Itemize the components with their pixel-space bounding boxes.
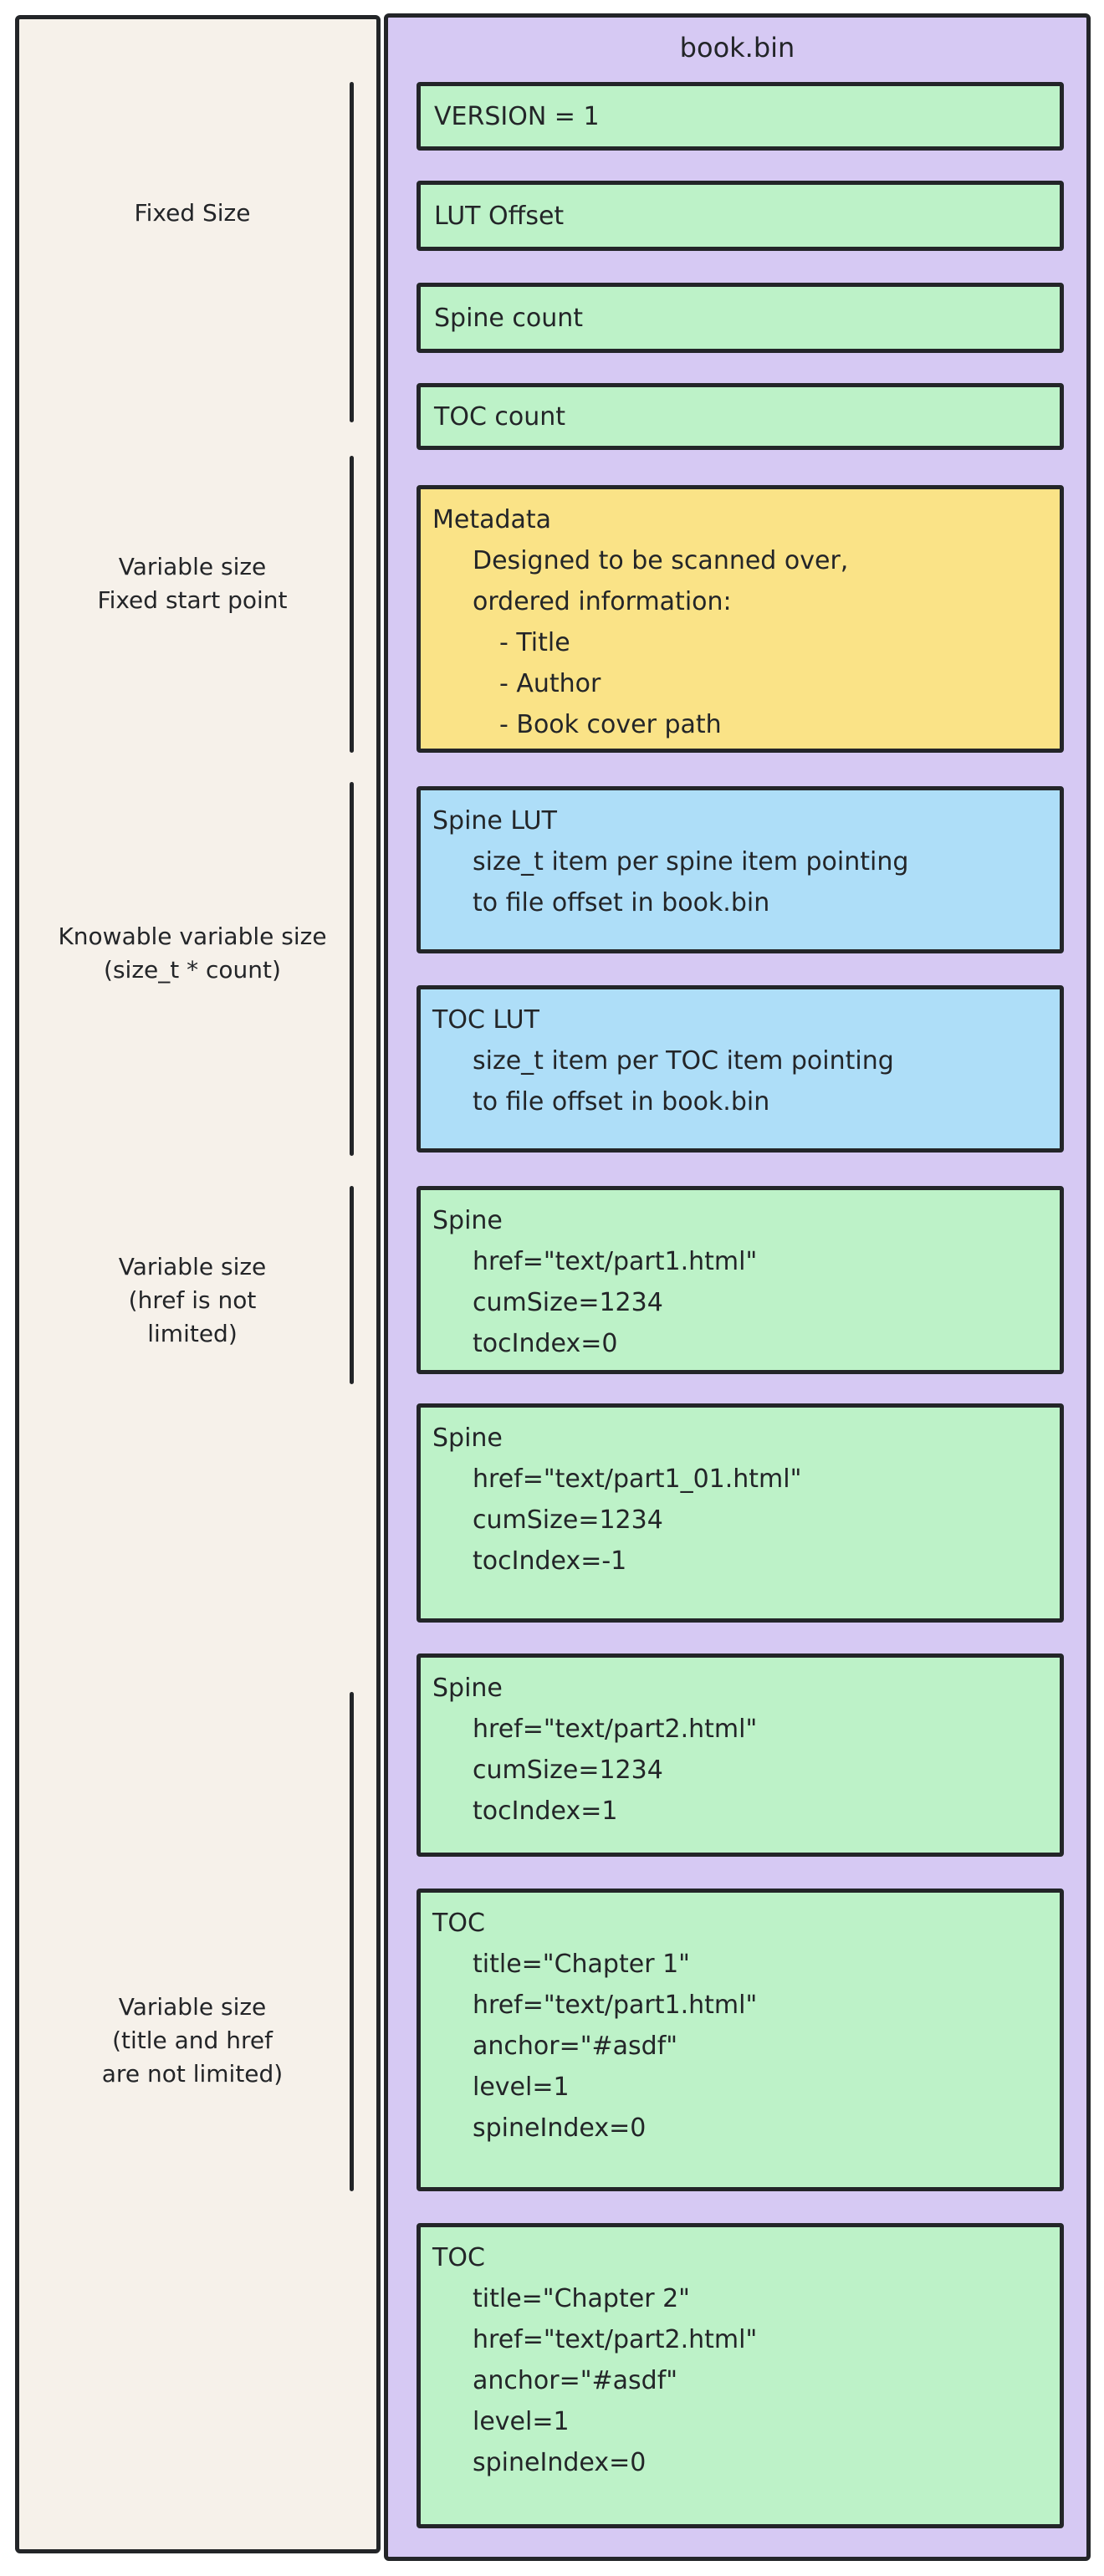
box-line: Metadata	[432, 505, 552, 534]
box-line: cumSize=1234	[473, 1756, 663, 1785]
box-line: spineIndex=0	[473, 2113, 647, 2143]
box-line: - Title	[499, 628, 570, 657]
label-line: (href is not	[128, 1286, 257, 1314]
box-line: Spine	[432, 1674, 503, 1703]
label-line: Fixed start point	[97, 586, 288, 614]
label-line: Fixed Size	[134, 199, 251, 227]
box-line: anchor="#asdf"	[473, 2032, 678, 2061]
label-line: Variable size	[118, 553, 267, 580]
box-line: Spine	[432, 1423, 503, 1453]
box-lut-offset: LUT Offset	[417, 181, 1064, 251]
box-line: href="text/part1_01.html"	[473, 1464, 802, 1494]
box-spine-1: Spine href="text/part1.html" cumSize=123…	[417, 1186, 1064, 1374]
box-line: tocIndex=1	[473, 1797, 618, 1826]
box-line: href="text/part2.html"	[473, 2325, 758, 2354]
box-line: VERSION = 1	[434, 101, 600, 131]
box-line: href="text/part2.html"	[473, 1715, 758, 1744]
label-line: (title and href	[112, 2027, 273, 2054]
box-spine-3: Spine href="text/part2.html" cumSize=123…	[417, 1653, 1064, 1857]
box-line: spineIndex=0	[473, 2448, 647, 2477]
box-toc-count: TOC count	[417, 383, 1064, 450]
label-fixed-size: Fixed Size	[25, 197, 360, 230]
box-toc-1: TOC title="Chapter 1" href="text/part1.h…	[417, 1889, 1064, 2191]
box-line: size_t item per spine item pointing	[473, 847, 909, 877]
box-line: ordered information:	[473, 587, 732, 616]
box-line: title="Chapter 2"	[473, 2284, 690, 2313]
box-line: anchor="#asdf"	[473, 2366, 678, 2395]
bracket-variable-fixed-start	[350, 456, 354, 753]
bracket-variable-href	[350, 1186, 354, 1384]
bracket-variable-title-href	[350, 1692, 354, 2191]
box-line: TOC LUT	[432, 1005, 539, 1035]
label-line: Variable size	[118, 1253, 267, 1280]
box-version: VERSION = 1	[417, 82, 1064, 151]
label-line: Variable size	[118, 1993, 267, 2021]
box-line: level=1	[473, 2407, 570, 2436]
box-line: to file offset in book.bin	[473, 888, 770, 917]
box-line: to file offset in book.bin	[473, 1087, 770, 1117]
label-variable-fixed-start: Variable size Fixed start point	[25, 550, 360, 617]
label-line: are not limited)	[101, 2060, 284, 2088]
box-toc-2: TOC title="Chapter 2" href="text/part2.h…	[417, 2223, 1064, 2528]
bracket-knowable-variable	[350, 782, 354, 1156]
box-line: cumSize=1234	[473, 1288, 663, 1317]
bracket-fixed-size	[350, 82, 354, 422]
box-line: LUT Offset	[434, 201, 565, 231]
box-line: level=1	[473, 2073, 570, 2102]
box-line: tocIndex=-1	[473, 1546, 627, 1576]
size-annotation-panel	[15, 15, 381, 2553]
box-line: href="text/part1.html"	[473, 1991, 758, 2020]
box-line: Spine LUT	[432, 806, 557, 836]
box-toc-lut: TOC LUT size_t item per TOC item pointin…	[417, 985, 1064, 1153]
box-line: cumSize=1234	[473, 1505, 663, 1535]
box-line: Spine	[432, 1206, 503, 1235]
box-line: TOC count	[434, 401, 566, 432]
label-line: Knowable variable size	[58, 923, 327, 950]
box-line: Designed to be scanned over,	[473, 546, 849, 575]
box-line: Spine count	[434, 303, 584, 333]
box-line: - Author	[499, 669, 601, 698]
box-line: - Book cover path	[499, 710, 722, 739]
box-line: tocIndex=0	[473, 1329, 618, 1358]
box-spine-2: Spine href="text/part1_01.html" cumSize=…	[417, 1403, 1064, 1623]
label-variable-href: Variable size (href is not limited)	[25, 1250, 360, 1351]
label-line: limited)	[147, 1320, 238, 1347]
box-line: href="text/part1.html"	[473, 1247, 758, 1276]
label-line: (size_t * count)	[104, 956, 281, 984]
label-variable-title-href: Variable size (title and href are not li…	[25, 1991, 360, 2091]
label-knowable-variable: Knowable variable size (size_t * count)	[25, 920, 360, 987]
box-spine-lut: Spine LUT size_t item per spine item poi…	[417, 786, 1064, 953]
box-line: title="Chapter 1"	[473, 1950, 690, 1979]
box-spine-count: Spine count	[417, 283, 1064, 353]
box-metadata: Metadata Designed to be scanned over, or…	[417, 485, 1064, 753]
box-line: TOC	[432, 2243, 485, 2272]
box-line: size_t item per TOC item pointing	[473, 1046, 894, 1076]
box-line: TOC	[432, 1909, 485, 1938]
book-bin-title: book.bin	[679, 32, 795, 64]
